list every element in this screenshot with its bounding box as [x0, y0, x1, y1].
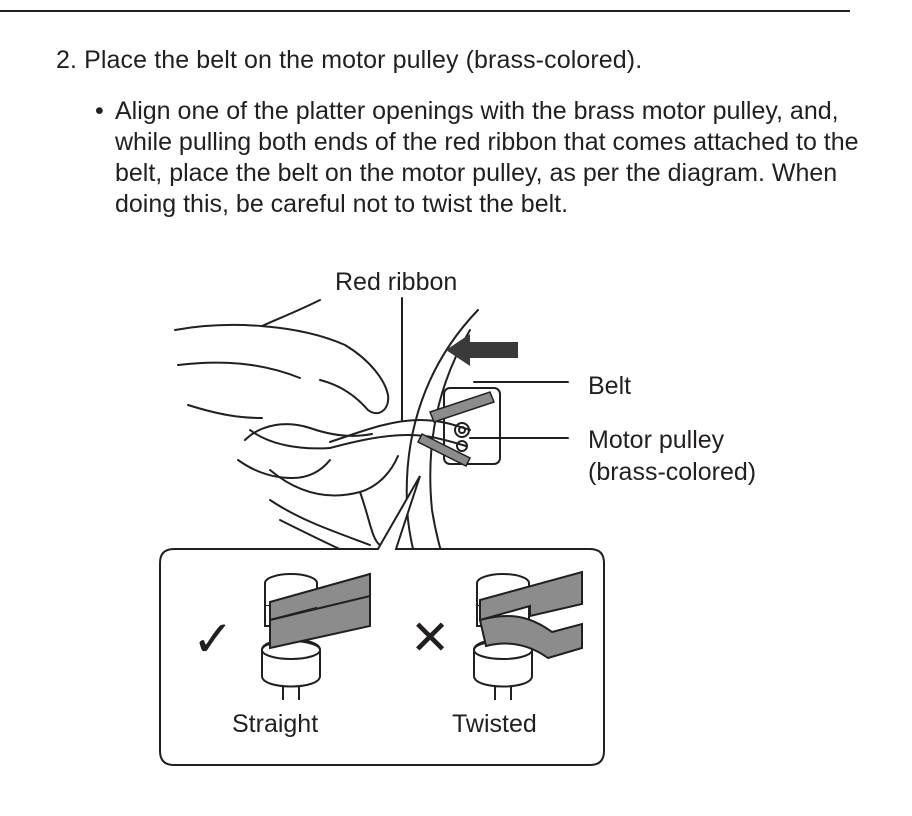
- straight-caption: Straight: [232, 710, 319, 738]
- red-ribbon-label: Red ribbon: [335, 268, 458, 296]
- motor-pulley-label: Motor pulley: [588, 426, 725, 454]
- step-heading: 2. Place the belt on the motor pulley (b…: [56, 46, 642, 75]
- red-ribbon: [329, 419, 471, 443]
- hand-upper: [174, 324, 390, 415]
- twisted-caption: Twisted: [452, 710, 537, 738]
- belt-loop: [269, 499, 371, 546]
- inset-box: [159, 475, 605, 766]
- instruction-bullet: • Align one of the platter openings with…: [95, 96, 885, 220]
- step-title: Place the belt on the motor pulley (bras…: [84, 46, 643, 74]
- instruction-text: Align one of the platter openings with t…: [115, 97, 859, 218]
- bullet-marker: •: [95, 97, 104, 125]
- hand-lower: [244, 423, 373, 441]
- step-number: 2.: [56, 46, 78, 74]
- direction-arrow-icon: [446, 334, 518, 366]
- top-divider: [0, 10, 850, 12]
- belt-label: Belt: [588, 372, 632, 400]
- belt-strip: [429, 391, 495, 423]
- cross-mark-icon: ✕: [410, 612, 451, 665]
- check-mark-icon: ✓: [192, 611, 234, 667]
- motor-pulley-note: (brass-colored): [588, 458, 757, 486]
